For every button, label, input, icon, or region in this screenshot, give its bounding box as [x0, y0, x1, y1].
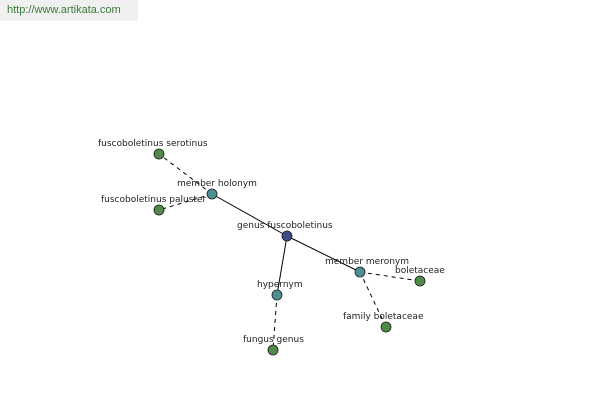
node-fungus-genus[interactable]	[267, 344, 279, 356]
node-hypernym[interactable]	[271, 289, 283, 301]
node-paluster[interactable]	[153, 204, 165, 216]
edge-holonym-serotinus	[158, 153, 213, 195]
node-family-boletaceae[interactable]	[380, 321, 392, 333]
label-member-holonym[interactable]: member holonym	[177, 179, 257, 189]
label-boletaceae[interactable]: boletaceae	[395, 266, 445, 276]
edge-holonym-paluster	[158, 193, 213, 211]
label-family-boletaceae[interactable]: family boletaceae	[343, 312, 424, 322]
label-fungus-genus[interactable]: fungus genus	[243, 335, 304, 345]
node-member-holonym[interactable]	[206, 188, 218, 200]
node-serotinus[interactable]	[153, 148, 165, 160]
edge-meronym-family-boletaceae	[359, 271, 387, 328]
edge-hypernym-fungus-genus	[272, 294, 278, 351]
label-paluster[interactable]: fuscoboletinus paluster	[101, 195, 206, 205]
edge-center-member-meronym	[286, 235, 361, 273]
edge-center-member-holonym	[211, 193, 288, 237]
node-center[interactable]	[281, 230, 293, 242]
node-boletaceae[interactable]	[414, 275, 426, 287]
node-member-meronym[interactable]	[354, 266, 366, 278]
label-serotinus[interactable]: fuscoboletinus serotinus	[98, 139, 208, 149]
edge-center-hypernym	[276, 235, 288, 296]
edge-meronym-boletaceae	[359, 271, 421, 282]
label-member-meronym[interactable]: member meronym	[325, 257, 409, 267]
label-center[interactable]: genus fuscoboletinus	[237, 221, 333, 231]
site-link[interactable]: http://www.artikata.com	[0, 0, 138, 21]
label-hypernym[interactable]: hypernym	[257, 280, 303, 290]
